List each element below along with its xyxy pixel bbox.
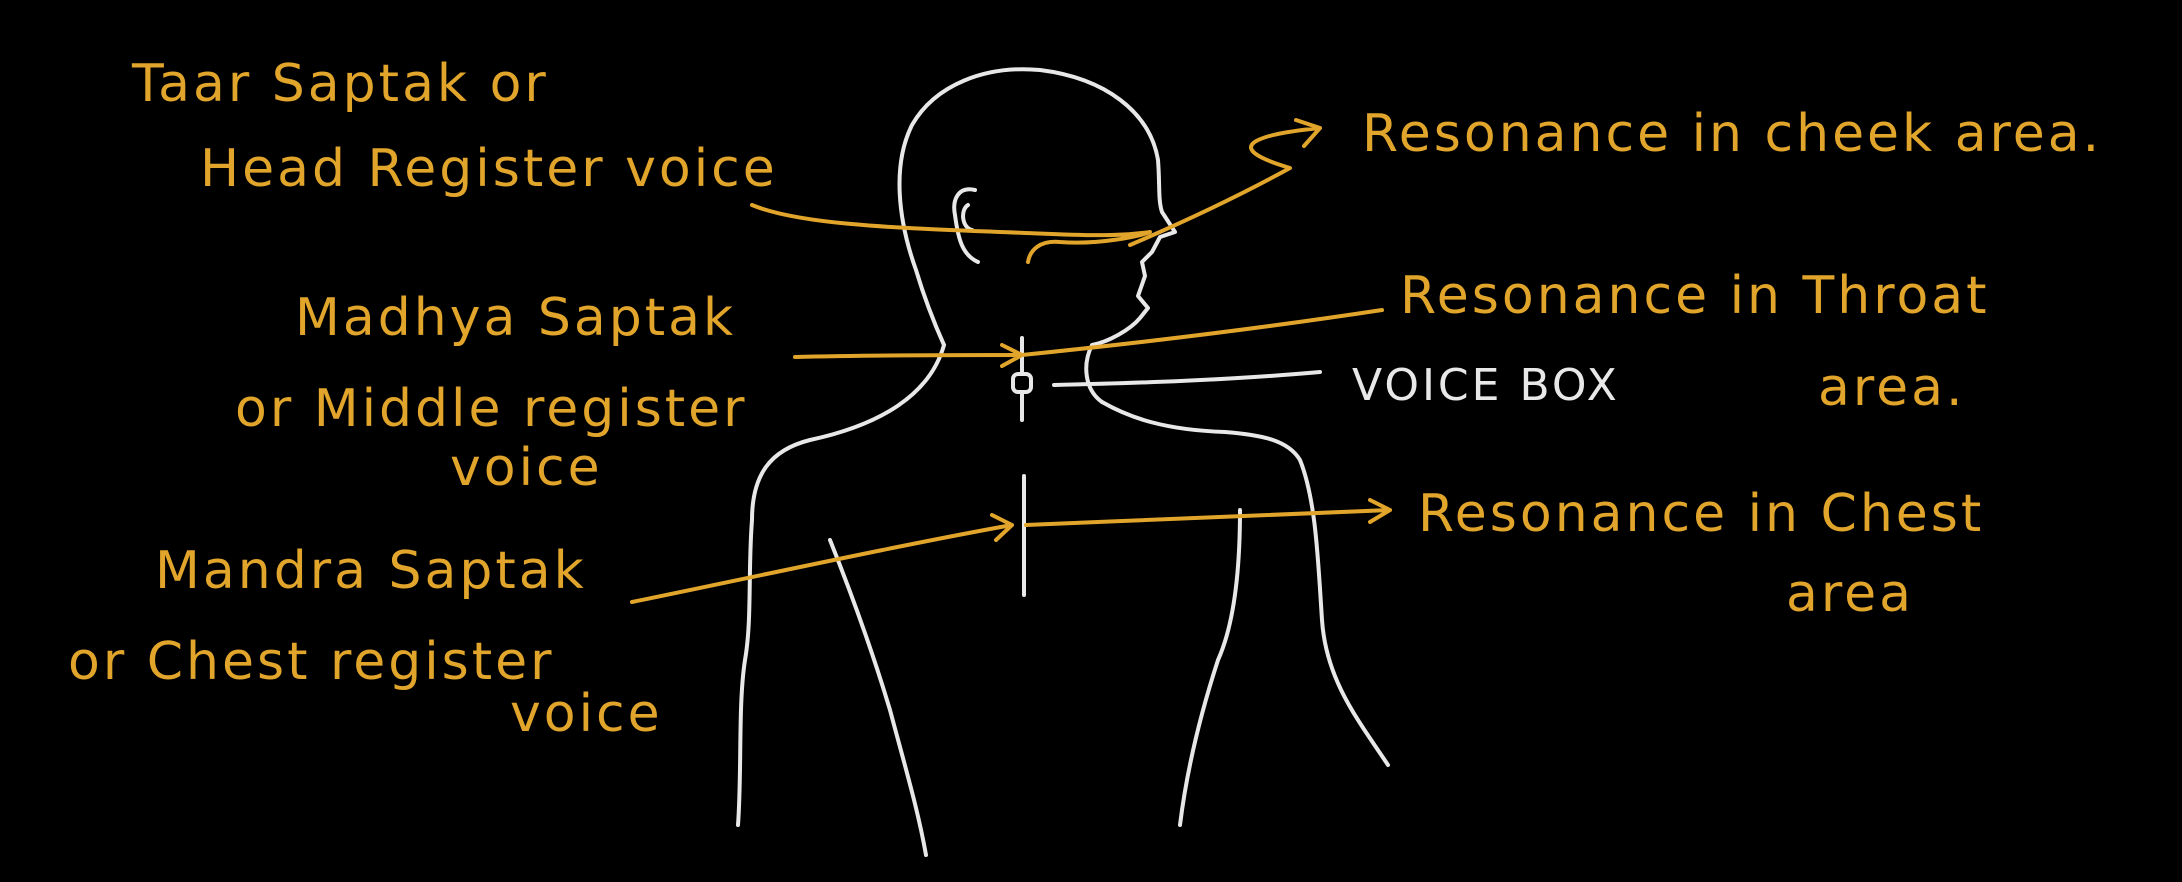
chest-resonance-line-1: Resonance in Chest [1418,484,1985,544]
voice-box-label: VOICE BOX [1352,360,1620,411]
chest-resonance-line-2: area [1786,564,1914,624]
ear [952,187,980,264]
head-register-line-1: Taar Saptak or [132,54,549,114]
right-arm-line [1178,508,1242,827]
chest-resonance-arrow [1024,498,1392,527]
middle-register-arrow [793,343,1024,368]
middle-register-line-2: or Middle register [235,379,748,439]
left-shoulder-outline [736,343,946,827]
voice-box-pointer [1052,370,1322,387]
head-outline [897,67,1177,404]
middle-register-line-1: Madhya Saptak [295,288,737,348]
voice-box [1011,372,1033,394]
throat-resonance-line-1: Resonance in Throat [1400,266,1990,326]
head-register-arrow [750,203,1152,264]
head-register-line-2: Head Register voice [200,139,778,199]
cheek-resonance-line-1: Resonance in cheek area. [1362,104,2103,164]
throat-resonance-line [1020,308,1384,357]
right-shoulder-outline [1100,400,1390,767]
chest-register-arrow [630,513,1014,604]
chest-register-line-2: or Chest register [68,632,555,692]
cheek-resonance-arrow [1128,118,1322,247]
middle-register-line-3: voice [450,438,603,498]
chest-register-line-3: voice [510,684,663,744]
chest-register-line-1: Mandra Saptak [155,541,587,601]
throat-resonance-line-2: area. [1818,358,1966,418]
left-arm-line [828,538,928,857]
